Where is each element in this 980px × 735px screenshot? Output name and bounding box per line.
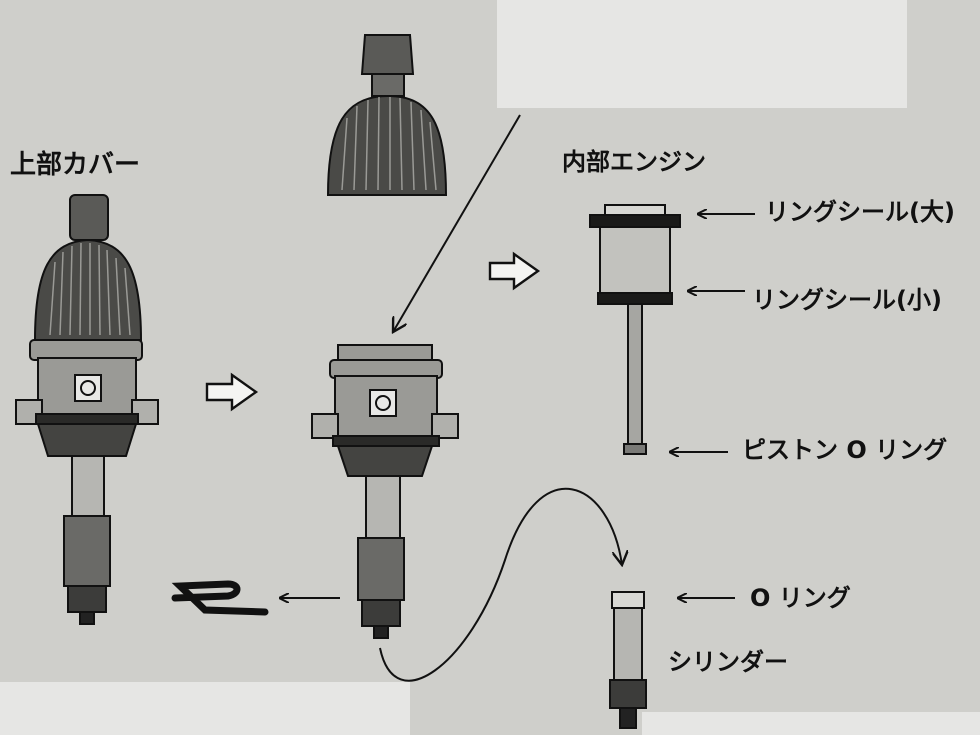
assembled-cap-knob — [69, 194, 109, 241]
assembled-band — [35, 413, 139, 425]
open-pump-inlet-port — [311, 413, 339, 439]
label-ring-seal-large: リングシール(大) — [765, 198, 955, 226]
assembled-lower-tube — [63, 515, 111, 587]
cylinder-body — [613, 607, 643, 681]
clip-shape — [171, 580, 269, 616]
top-mask-block — [497, 0, 907, 108]
hollow-right-arrow-icon — [205, 372, 259, 412]
open-pump-thread — [337, 344, 433, 362]
assembled-stem — [71, 455, 105, 517]
assembled-lower-bowl — [36, 423, 138, 457]
assembled-cover-ribs — [49, 242, 131, 336]
label-top-cover: 上部カバー — [10, 150, 141, 180]
ring-seal-large-part — [589, 214, 681, 228]
label-ring-seal-small: リングシール(小) — [752, 286, 942, 314]
open-pump-lower-tube — [357, 537, 405, 601]
cylinder-fitting — [609, 679, 647, 709]
open-pump-window-ring — [375, 395, 391, 411]
open-pump-fitting — [361, 599, 401, 627]
ring-seal-small-part — [597, 292, 673, 305]
clip-part — [171, 580, 269, 616]
cylinder-part — [609, 591, 647, 729]
detached-top-cover — [326, 34, 448, 196]
assembled-top-cover — [33, 238, 143, 341]
assembled-window-ring — [80, 380, 96, 396]
open-pump-window — [369, 389, 397, 417]
open-pump-lower-bowl — [336, 445, 434, 477]
open-pump-outlet-port — [431, 413, 459, 439]
engine-body — [599, 226, 671, 294]
assembled-window — [74, 374, 102, 402]
label-inner-engine: 内部エンジン — [562, 148, 706, 176]
diagonal-arrow-icon — [393, 114, 521, 332]
open-pump — [311, 344, 459, 639]
label-piston-o-ring: ピストン O リング — [742, 436, 948, 464]
detached-cap-neck — [371, 73, 405, 97]
assembled-fitting — [67, 585, 107, 613]
hollow-right-arrow-icon — [488, 251, 541, 291]
assembled-pump — [15, 194, 159, 625]
curved-arrow-icon — [379, 487, 622, 682]
o-ring-part — [611, 591, 645, 609]
cylinder-tip — [619, 707, 637, 729]
bottom-right-mask-block — [642, 712, 980, 735]
open-pump-band — [332, 435, 440, 447]
open-pump-tip — [373, 625, 389, 639]
detached-cover-ribs — [341, 96, 437, 191]
piston-rod — [627, 303, 643, 445]
label-o-ring: O リング — [750, 584, 851, 612]
detached-cap-knob — [360, 34, 415, 75]
detached-cover-shell — [326, 94, 448, 196]
piston-o-ring-part — [623, 443, 647, 455]
bottom-mask-block — [0, 682, 410, 735]
inner-engine — [589, 204, 681, 455]
open-pump-stem — [365, 475, 401, 539]
label-cylinder: シリンダー — [668, 648, 788, 676]
assembled-tip — [79, 611, 95, 625]
